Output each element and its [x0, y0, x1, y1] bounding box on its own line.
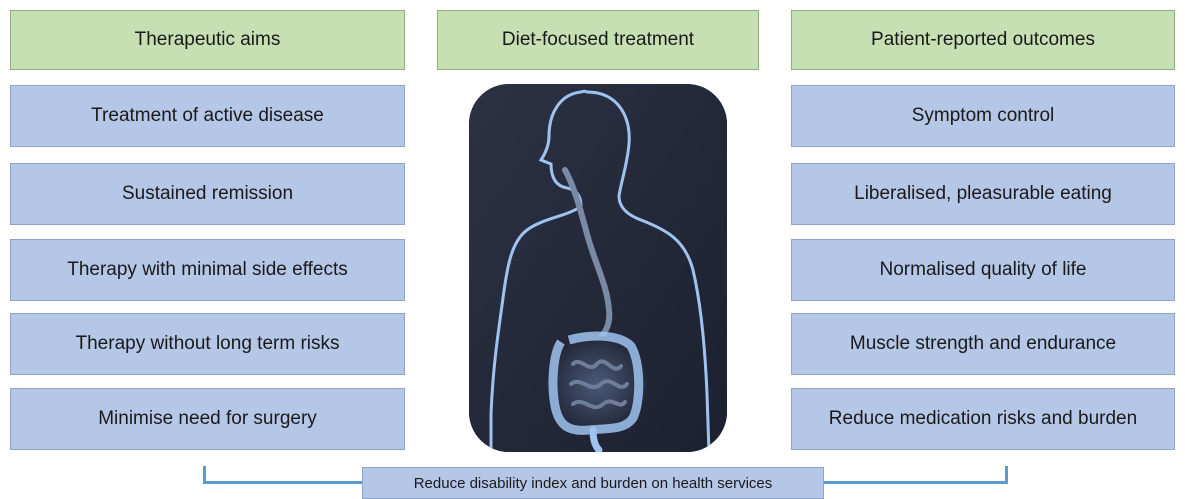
- aim-item: Therapy with minimal side effects: [10, 239, 405, 301]
- right-bracket: [822, 466, 1008, 484]
- header-therapeutic-aims: Therapeutic aims: [10, 10, 405, 70]
- left-bracket: [203, 466, 365, 484]
- header-diet-focused-treatment: Diet-focused treatment: [437, 10, 759, 70]
- human-digestive-system-icon: [469, 84, 727, 452]
- outcome-item: Reduce medication risks and burden: [791, 388, 1175, 450]
- aim-item: Minimise need for surgery: [10, 388, 405, 450]
- footer-summary: Reduce disability index and burden on he…: [362, 467, 824, 499]
- outcome-item: Normalised quality of life: [791, 239, 1175, 301]
- outcome-item: Symptom control: [791, 85, 1175, 147]
- outcome-item: Liberalised, pleasurable eating: [791, 163, 1175, 225]
- header-patient-reported-outcomes: Patient-reported outcomes: [791, 10, 1175, 70]
- aim-item: Sustained remission: [10, 163, 405, 225]
- aim-item: Therapy without long term risks: [10, 313, 405, 375]
- outcome-item: Muscle strength and endurance: [791, 313, 1175, 375]
- aim-item: Treatment of active disease: [10, 85, 405, 147]
